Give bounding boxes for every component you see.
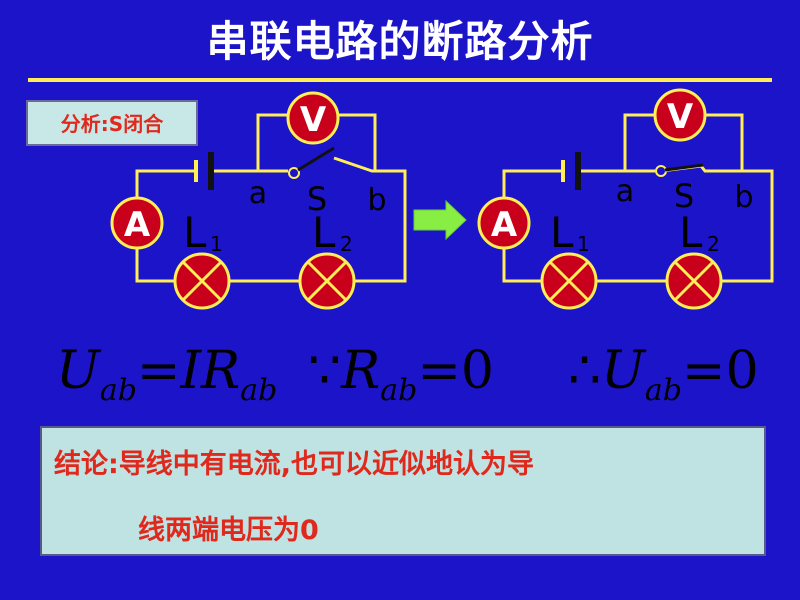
point-a-right: a bbox=[616, 174, 634, 209]
lamp-sub-right-1: 1 bbox=[577, 232, 590, 256]
switch-right bbox=[655, 163, 704, 177]
f2-r-sub: ab bbox=[380, 373, 418, 408]
title-underline bbox=[28, 78, 772, 82]
lamp-sub-right-2: 2 bbox=[707, 232, 720, 256]
wire-left-voltmeter-a bbox=[256, 113, 288, 171]
f3-val: 0 bbox=[725, 341, 759, 401]
f2-val: 0 bbox=[460, 341, 495, 401]
lamp-label-left-1: L bbox=[183, 208, 207, 257]
analysis-note: 分析:S闭合 bbox=[26, 100, 198, 146]
ammeter-left: A bbox=[110, 196, 164, 250]
battery-right bbox=[561, 152, 581, 190]
wire-left-bottom-left bbox=[135, 248, 175, 283]
f2-because: ∵ bbox=[308, 341, 342, 401]
wire-left-top-left bbox=[135, 169, 196, 198]
lamp-sub-left-1: 1 bbox=[210, 232, 223, 256]
f1-i: I bbox=[180, 341, 202, 401]
f1-u: U bbox=[56, 341, 100, 401]
f2-r: R bbox=[341, 341, 381, 401]
f3-u: U bbox=[601, 341, 645, 401]
f2-eq: = bbox=[417, 341, 461, 401]
f1-r-sub: ab bbox=[240, 373, 278, 408]
wire-right-voltmeter-a bbox=[623, 113, 655, 171]
f3-eq: = bbox=[682, 341, 726, 401]
voltmeter-right-label: V bbox=[667, 97, 694, 137]
point-b-left: b bbox=[367, 183, 386, 218]
voltmeter-right: V bbox=[653, 88, 707, 142]
lamp-left-2 bbox=[298, 252, 356, 310]
ammeter-left-label: A bbox=[124, 205, 151, 245]
wire-right-bottom-left bbox=[502, 248, 542, 283]
battery-left bbox=[194, 152, 214, 190]
f1-eq: = bbox=[136, 341, 181, 401]
switch-left bbox=[288, 146, 335, 179]
circuit-left bbox=[135, 113, 407, 283]
voltmeter-left: V bbox=[286, 91, 340, 145]
voltmeter-left-label: V bbox=[300, 100, 327, 140]
lamp-left-1 bbox=[173, 252, 231, 310]
lamp-right-1 bbox=[540, 252, 598, 310]
wire-right-top-left bbox=[502, 169, 563, 198]
formula-ohm-law: Uab=IRab bbox=[56, 340, 277, 408]
conclusion-box: 结论:导线中有电流,也可以近似地认为导 线两端电压为0 bbox=[40, 426, 766, 556]
transition-arrow bbox=[413, 199, 467, 241]
formula-resistance-zero: ∵Rab=0 bbox=[308, 340, 495, 408]
lamp-label-left-2: L bbox=[312, 208, 336, 257]
lamp-right-2 bbox=[665, 252, 723, 310]
wire-left-right bbox=[333, 156, 407, 283]
f1-u-sub: ab bbox=[99, 373, 137, 408]
ammeter-right-label: A bbox=[491, 205, 518, 245]
ammeter-right: A bbox=[477, 196, 531, 250]
point-b-right: b bbox=[734, 180, 753, 215]
lamp-label-right-2: L bbox=[679, 208, 703, 257]
page-title: 串联电路的断路分析 bbox=[206, 17, 594, 66]
lamp-label-right-1: L bbox=[550, 208, 574, 257]
circuit-right bbox=[502, 113, 774, 283]
f3-therefore: ∴ bbox=[568, 341, 602, 401]
formula-voltage-zero: ∴Uab=0 bbox=[568, 340, 759, 408]
conclusion-line-2: 线两端电压为0 bbox=[138, 515, 319, 546]
point-a-left: a bbox=[249, 176, 267, 211]
wire-left-voltmeter-b bbox=[338, 113, 377, 171]
f1-r: R bbox=[201, 341, 241, 401]
lamp-sub-left-2: 2 bbox=[340, 232, 353, 256]
circuit-diagrams: V A a S b L 1 L 2 V bbox=[110, 88, 774, 310]
conclusion-line-1: 结论:导线中有电流,也可以近似地认为导 bbox=[54, 449, 535, 480]
switch-label-right: S bbox=[674, 177, 694, 215]
switch-label-left: S bbox=[307, 180, 327, 218]
f3-u-sub: ab bbox=[644, 373, 683, 408]
wire-right-voltmeter-b bbox=[705, 113, 744, 171]
